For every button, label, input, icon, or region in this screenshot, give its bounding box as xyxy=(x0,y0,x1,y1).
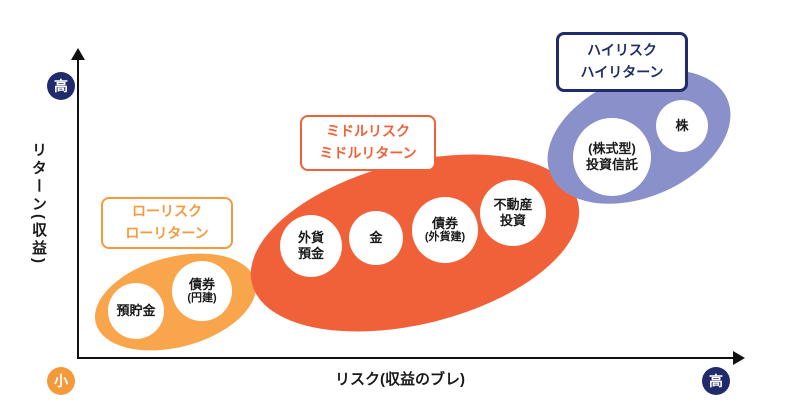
asset-bubble-label: (株式型) xyxy=(588,141,636,157)
asset-bubble-label: 投資 xyxy=(499,213,526,228)
asset-bubble-label: 債券 xyxy=(431,215,458,231)
high-risk-title-line1: ハイリスク xyxy=(587,42,657,59)
x-axis-label: リスク(収益のブレ) xyxy=(335,371,465,388)
asset-bubble-yen-bonds: 債券 (円建) xyxy=(172,261,232,321)
asset-bubble-stocks: 株 xyxy=(656,100,708,152)
high-risk-title-box: ハイリスク ハイリターン xyxy=(556,32,688,92)
y-axis-label: リターン(収益) xyxy=(30,142,47,266)
asset-bubble-gold: 金 xyxy=(349,211,403,265)
high-risk-title-line2: ハイリターン xyxy=(580,64,664,80)
asset-bubble-foreign-deposits: 外貨 預金 xyxy=(280,215,342,277)
asset-bubble-foreign-bonds: 債券 (外貨建) xyxy=(412,197,478,263)
asset-bubble-label: 株 xyxy=(675,118,689,134)
x-axis-arrowhead-icon xyxy=(733,351,745,365)
low-risk-title-line2: ローリターン xyxy=(125,225,209,241)
asset-bubble-equity-fund: (株式型) 投資信託 xyxy=(573,118,651,196)
middle-risk-title-line1: ミドルリスク xyxy=(326,123,410,140)
y-axis-high-badge: 高 xyxy=(47,72,75,100)
asset-bubble-label: 外貨 xyxy=(297,230,324,246)
asset-bubble-deposits: 預貯金 xyxy=(108,283,164,339)
asset-bubble-label: 債券 xyxy=(188,276,215,292)
low-risk-title-line1: ローリスク xyxy=(132,203,202,220)
x-axis-line xyxy=(77,357,735,359)
asset-bubble-label: 不動産 xyxy=(493,197,533,213)
asset-bubble-sublabel: (外貨建) xyxy=(424,231,466,244)
asset-bubble-label: 預金 xyxy=(297,246,324,261)
y-axis-line xyxy=(77,58,79,358)
asset-bubble-label: 投資信託 xyxy=(585,157,638,172)
middle-risk-title-line2: ミドルリターン xyxy=(319,145,417,161)
x-axis-high-badge: 高 xyxy=(702,367,730,395)
asset-bubble-label: 預貯金 xyxy=(116,303,156,319)
low-risk-title-box: ローリスク ローリターン xyxy=(101,197,233,249)
asset-bubble-real-estate: 不動産 投資 xyxy=(480,180,546,246)
origin-low-badge: 小 xyxy=(47,367,75,395)
y-axis-arrowhead-icon xyxy=(71,48,85,60)
middle-risk-title-box: ミドルリスク ミドルリターン xyxy=(300,115,436,171)
asset-bubble-sublabel: (円建) xyxy=(187,292,217,305)
asset-bubble-label: 金 xyxy=(369,230,383,246)
